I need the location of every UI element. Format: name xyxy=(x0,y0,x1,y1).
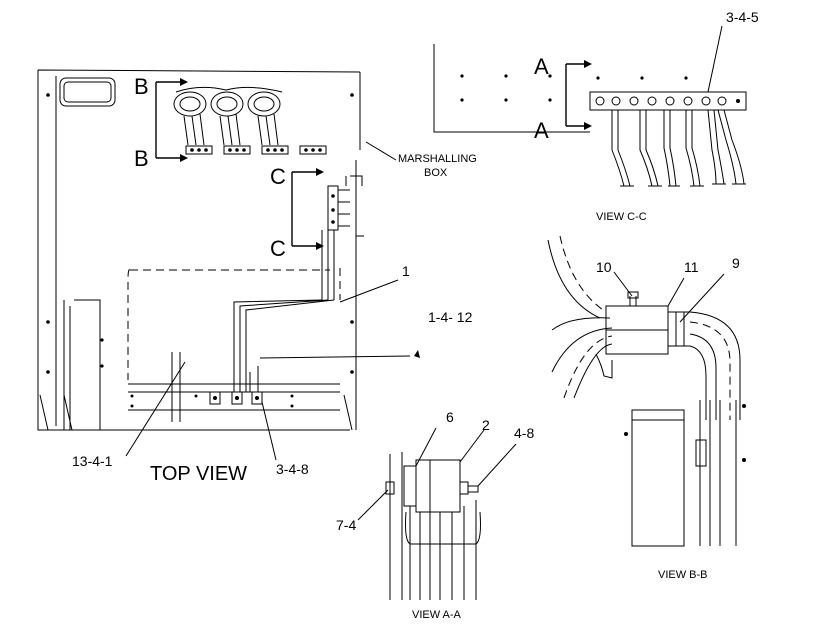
view-bb-drawing xyxy=(547,235,746,547)
callout-7-4: 7-4 xyxy=(336,517,356,533)
view-cc-drawing xyxy=(433,25,747,187)
section-mark-b-bottom: B xyxy=(134,146,149,171)
callout-11: 11 xyxy=(684,259,699,275)
section-mark-c-top: C xyxy=(270,164,286,189)
callout-6: 6 xyxy=(446,409,454,425)
callout-3-4-8: 3-4-8 xyxy=(276,461,309,477)
callout-2: 2 xyxy=(482,417,490,433)
callout-1: 1 xyxy=(402,263,410,279)
view-aa-title: VIEW A-A xyxy=(412,609,462,621)
section-mark-c-bottom: C xyxy=(270,236,286,261)
callout-4-8: 4-8 xyxy=(514,425,534,441)
section-mark-b-top: B xyxy=(134,74,149,99)
callout-10: 10 xyxy=(596,259,612,275)
view-bb-title: VIEW B-B xyxy=(658,569,708,581)
top-view-title: TOP VIEW xyxy=(150,463,247,485)
callout-13-4-1: 13-4-1 xyxy=(72,453,113,469)
marshalling-label-1: MARSHALLING xyxy=(398,153,477,165)
callout-3-4-5: 3-4-5 xyxy=(726,9,759,25)
callout-9: 9 xyxy=(732,255,740,271)
callout-1-4-12: 1-4- 12 xyxy=(428,309,473,325)
section-mark-a-top: A xyxy=(534,54,549,79)
view-aa-drawing xyxy=(357,427,517,600)
current-transformers xyxy=(173,86,327,155)
section-mark-a-bottom: A xyxy=(534,118,549,143)
view-cc-title: VIEW C-C xyxy=(596,211,647,223)
marshalling-label-2: BOX xyxy=(424,167,448,179)
top-view-drawing xyxy=(37,69,420,461)
